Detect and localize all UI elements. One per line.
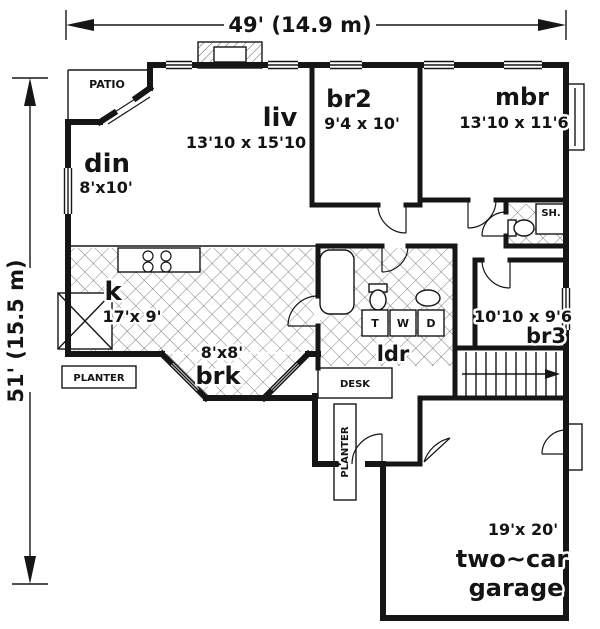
width-arrow-left <box>66 19 94 31</box>
bathtub <box>319 249 355 315</box>
fixtures <box>57 41 585 501</box>
door-mbr <box>467 199 497 229</box>
washer-box <box>389 309 417 337</box>
patio-label: PATIO <box>89 78 125 91</box>
door-br3 <box>481 259 511 289</box>
width-arrow-right <box>538 19 566 31</box>
din-size: 8'x10' <box>79 178 133 197</box>
window-top-5 <box>504 60 542 70</box>
shower-label: SH. <box>541 208 560 219</box>
depth-arrow-bottom <box>24 556 36 584</box>
door-garage-entry <box>423 437 451 463</box>
depth-dimension-text: 51' (15.5 m) <box>4 259 28 402</box>
breakfast-size: 8'x8' <box>201 343 243 362</box>
door-shower-room <box>481 211 507 237</box>
laundry-tub-box <box>361 309 389 337</box>
dryer-label: D <box>426 317 435 330</box>
shower-stall <box>535 203 567 235</box>
br2-size: 9'4 x 10' <box>324 114 400 133</box>
dimensions: 49' (14.9 m) 51' (15.5 m) <box>4 10 567 585</box>
garage-label-2: garage <box>469 574 564 602</box>
window-bay-right <box>270 362 300 392</box>
width-dimension: 49' (14.9 m) <box>65 10 567 40</box>
window-top-2 <box>268 60 298 70</box>
washer-label: W <box>397 317 409 330</box>
kitchen-label: k <box>104 277 122 307</box>
desk <box>317 367 393 399</box>
br3-size: 10'10 x 9'6 <box>474 307 572 326</box>
din-label: din <box>84 149 130 179</box>
mbr-label: mbr <box>495 83 549 111</box>
toilet <box>368 283 388 311</box>
liv-size: 13'10 x 15'10 <box>186 133 306 152</box>
interior-walls <box>309 62 569 467</box>
br2-label: br2 <box>326 85 372 113</box>
planter-left-label: PLANTER <box>73 373 124 384</box>
laundry-label: ldr <box>377 342 410 366</box>
window-top-1 <box>166 60 192 70</box>
door-br2 <box>377 204 407 234</box>
door-laundry <box>287 295 319 327</box>
mbr-bay-window <box>565 83 585 151</box>
doors <box>103 91 567 465</box>
patio-outline <box>67 69 150 122</box>
desk-label: DESK <box>340 379 371 390</box>
planter-entry-box <box>333 403 357 501</box>
planter-entry-label: PLANTER <box>340 426 351 477</box>
window-top-3 <box>330 60 362 70</box>
breakfast-label: brk <box>196 362 242 390</box>
liv-label: liv <box>263 103 298 133</box>
br3-label: br3 <box>526 324 566 348</box>
stove <box>117 247 201 273</box>
sink <box>415 289 441 307</box>
depth-dimension: 51' (15.5 m) <box>4 77 48 585</box>
kitchen-size: 17'x 9' <box>102 307 161 326</box>
shower-toilet <box>507 219 535 237</box>
door-garage-side <box>541 429 567 455</box>
window-left <box>63 168 73 214</box>
dryer-box <box>417 309 445 337</box>
door-bath <box>381 245 409 273</box>
window-right-br3 <box>561 288 571 330</box>
stairs <box>462 352 560 396</box>
windows <box>63 60 571 392</box>
window-top-4 <box>424 60 454 70</box>
laundry-tub-label: T <box>371 317 379 330</box>
garage-label-1: two~car <box>456 545 569 573</box>
width-dimension-text: 49' (14.9 m) <box>228 13 371 37</box>
garage-size: 19'x 20' <box>488 520 558 539</box>
room-labels: PATIO din 8'x10' liv 13'10 x 15'10 br2 9… <box>71 76 575 605</box>
door-front-entry <box>351 433 383 465</box>
door-patio-sliding <box>103 91 151 125</box>
depth-arrow-top <box>24 78 36 106</box>
mbr-size: 13'10 x 11'6 <box>459 113 568 132</box>
window-bay-left <box>170 362 200 392</box>
stairs-direction-arrow <box>545 369 560 379</box>
